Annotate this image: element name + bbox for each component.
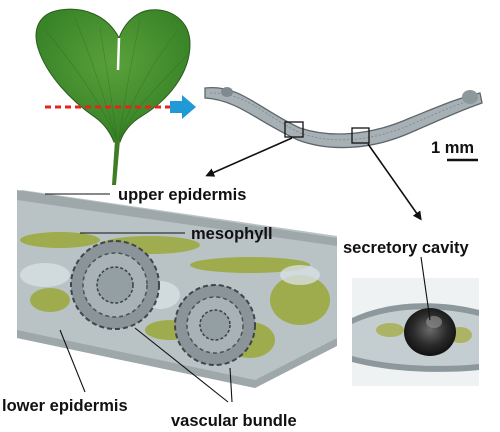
label-vascular-bundle: vascular bundle <box>171 412 297 430</box>
scale-bar-label: 1 mm <box>431 139 474 157</box>
label-mesophyll: mesophyll <box>191 225 273 243</box>
arrow-to-cavity-detail <box>367 143 422 221</box>
leader-vascular-bundle-1 <box>134 327 229 403</box>
leader-vascular-bundle-2 <box>229 367 233 403</box>
leaf-cross-section <box>204 86 483 149</box>
leader-secretory-cavity <box>420 256 431 321</box>
vascular-bundle-right <box>174 284 256 366</box>
section-box-vascular <box>284 121 304 138</box>
label-upper-epidermis: upper epidermis <box>118 186 246 204</box>
vascular-micrograph <box>17 190 337 388</box>
blue-arrow-icon <box>170 95 196 119</box>
leaf-blade <box>35 8 191 143</box>
leaf-notch <box>116 37 121 71</box>
label-lower-epidermis: lower epidermis <box>2 397 128 415</box>
arrow-to-vascular-detail <box>205 137 293 177</box>
leader-lower-epidermis <box>59 329 86 393</box>
section-box-cavity <box>351 127 370 144</box>
ginkgo-leaf-image <box>35 8 196 185</box>
secretory-cavity-mass <box>404 308 456 356</box>
vascular-bundle-left <box>70 240 160 330</box>
cavity-micrograph <box>352 278 479 386</box>
label-secretory-cavity: secretory cavity <box>343 239 469 257</box>
leaf-petiole <box>112 140 120 185</box>
